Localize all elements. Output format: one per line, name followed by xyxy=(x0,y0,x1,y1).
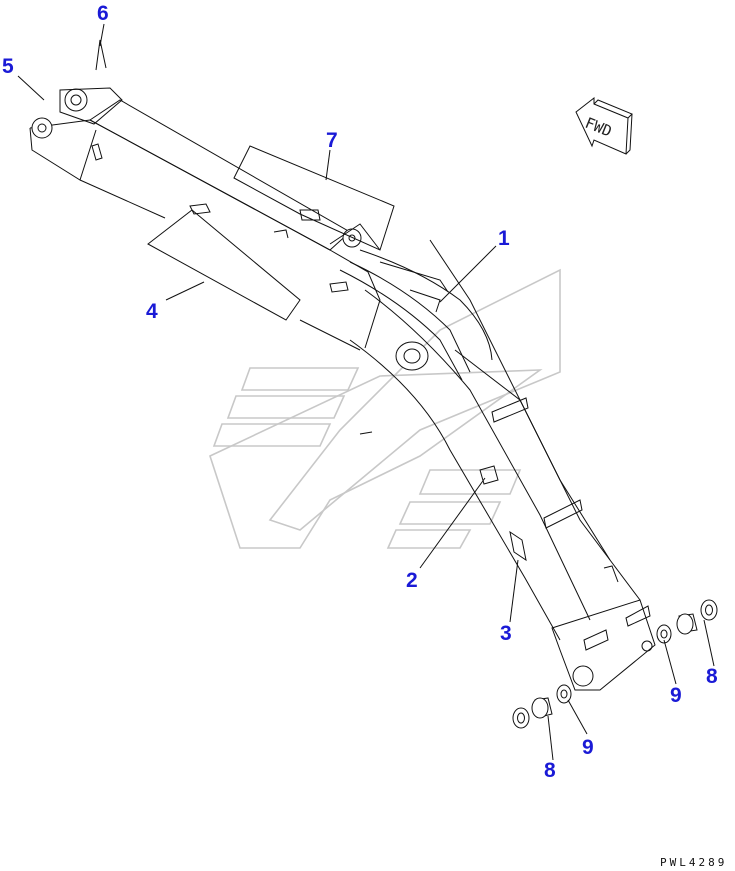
callout-9-right: 9 xyxy=(670,684,682,707)
callout-3: 3 xyxy=(500,622,512,645)
callout-9-left: 9 xyxy=(582,736,594,759)
boom-arm xyxy=(29,39,656,691)
callout-4: 4 xyxy=(146,300,158,323)
callout-6: 6 xyxy=(97,2,109,25)
leader-lines xyxy=(17,23,715,761)
forward-direction-arrow: FWD xyxy=(575,96,633,155)
callout-7: 7 xyxy=(326,129,338,152)
callout-5: 5 xyxy=(2,55,14,78)
pin-hardware xyxy=(512,599,718,729)
callout-labels: 1 2 3 4 5 6 7 8 8 9 9 xyxy=(2,2,718,782)
drawing-code: PWL4289 xyxy=(660,856,727,869)
callout-2: 2 xyxy=(406,569,418,592)
callout-8-left: 8 xyxy=(544,759,556,782)
watermark-logo xyxy=(209,268,561,549)
callout-8-right: 8 xyxy=(706,665,718,688)
callout-1: 1 xyxy=(498,227,510,250)
